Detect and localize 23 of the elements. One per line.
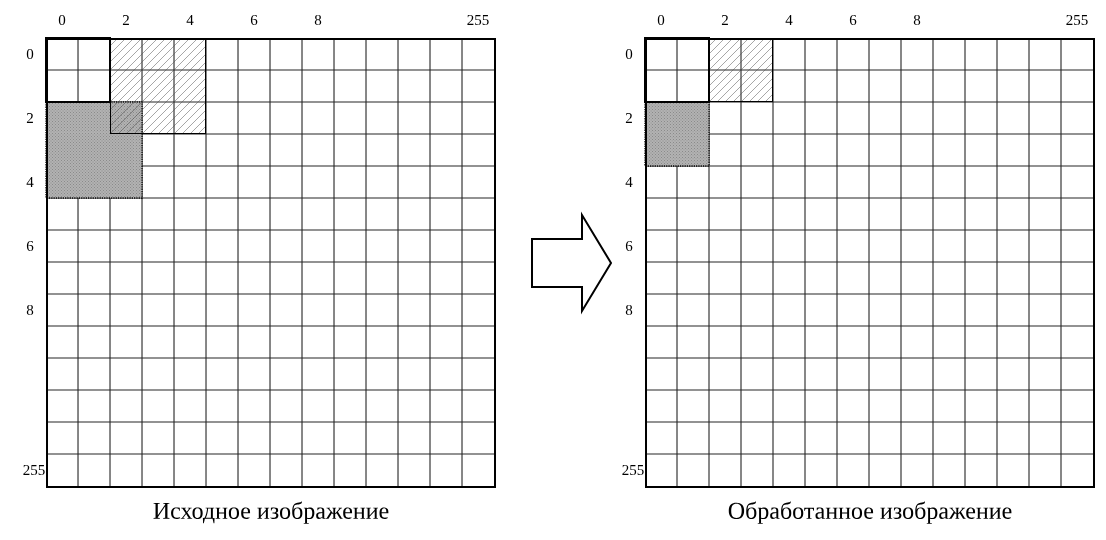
axis-number: 0: [657, 14, 665, 26]
axis-number: 2: [26, 113, 33, 123]
axis-number: 8: [314, 14, 322, 26]
axis-number: 6: [250, 14, 258, 26]
axis-number: 255: [1066, 14, 1088, 26]
axis-number: 8: [26, 304, 34, 316]
axis-number: 255: [467, 14, 489, 26]
axis-number: 2: [721, 15, 728, 25]
axis-number: 8: [625, 304, 633, 316]
axis-number: 4: [785, 15, 793, 25]
image-grid: Исходное изображение: [46, 38, 496, 524]
image-grid: Обработанное изображение: [645, 38, 1095, 524]
axis-number: 4: [186, 15, 194, 25]
axis-number: 0: [58, 14, 66, 26]
axis-number: 8: [913, 14, 921, 26]
axis-number: 6: [849, 14, 857, 26]
axis-number: 0: [625, 48, 633, 60]
node-label: Обработанное изображение: [728, 501, 1012, 524]
axis-number: 2: [625, 113, 632, 123]
node-label: Исходное изображение: [153, 501, 389, 524]
axis-number: 0: [26, 48, 34, 60]
axis-number: 2: [122, 15, 129, 25]
block-arrow: [531, 211, 613, 315]
